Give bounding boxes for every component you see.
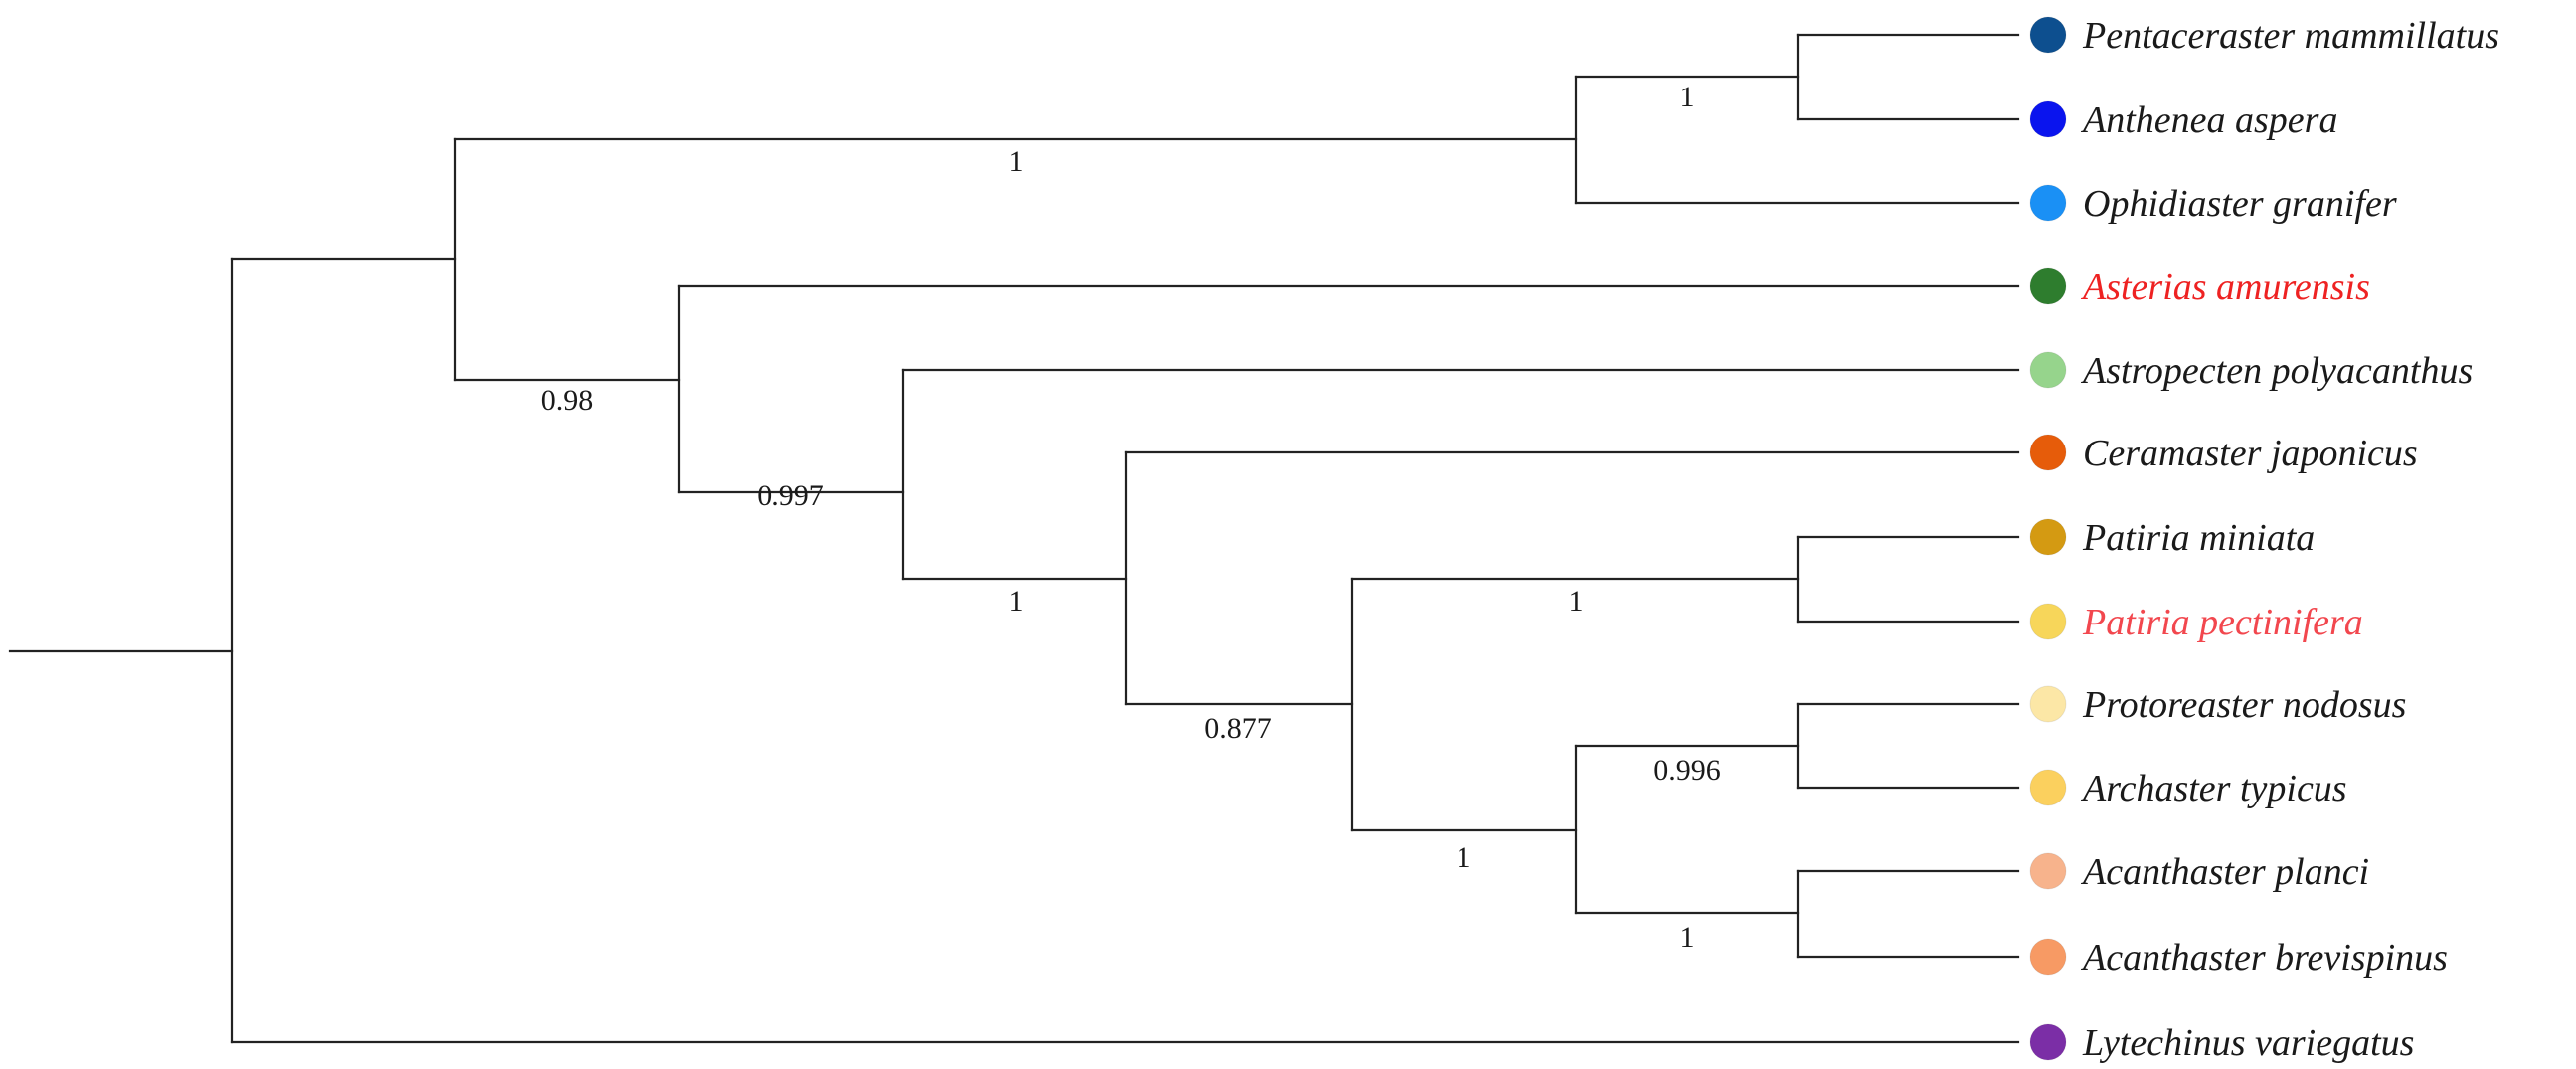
support-value-pentaceraster-anthenea: 1 [1680, 81, 1695, 113]
taxon-label-pentaceraster-mammillatus: Pentaceraster mammillatus [2082, 15, 2499, 57]
taxon-label-archaster-typicus: Archaster typicus [2080, 768, 2347, 809]
taxon-label-ceramaster-japonicus: Ceramaster japonicus [2083, 433, 2418, 474]
tip-marker-pentaceraster-mammillatus [2029, 16, 2067, 54]
tip-marker-patiria-miniata [2029, 518, 2067, 556]
tip-marker-ceramaster-japonicus [2029, 434, 2067, 471]
support-value-protoreaster-acanthaster: 1 [1457, 841, 1471, 874]
support-value-acanthaster-pair: 1 [1680, 921, 1695, 954]
tip-marker-acanthaster-planci [2029, 852, 2067, 890]
taxon-label-asterias-amurensis: Asterias amurensis [2080, 267, 2370, 308]
taxon-label-ophidiaster-granifer: Ophidiaster granifer [2083, 183, 2397, 225]
taxon-label-anthenea-aspera: Anthenea aspera [2080, 99, 2337, 141]
tip-marker-ophidiaster-granifer [2029, 184, 2067, 222]
support-values: 1 1 0.98 0.997 1 1 0.877 1 0.996 1 [541, 81, 1721, 954]
tip-marker-protoreaster-nodosus [2029, 685, 2067, 723]
taxon-label-astropecten-polyacanthus: Astropecten polyacanthus [2080, 350, 2473, 392]
support-value-astropecten-clade: 0.997 [757, 479, 824, 512]
taxon-label-patiria-miniata: Patiria miniata [2082, 517, 2315, 559]
tip-marker-patiria-pectinifera [2029, 603, 2067, 640]
tree-branches [8, 33, 2020, 1044]
taxon-label-acanthaster-brevispinus: Acanthaster brevispinus [2080, 937, 2448, 979]
tip-marker-lytechinus-variegatus [2029, 1023, 2067, 1061]
tip-marker-asterias-amurensis [2029, 267, 2067, 305]
support-value-protoreaster-archaster: 0.996 [1653, 754, 1721, 787]
taxon-label-protoreaster-nodosus: Protoreaster nodosus [2082, 684, 2406, 726]
taxon-label-acanthaster-planci: Acanthaster planci [2080, 851, 2369, 893]
taxon-label-lytechinus-variegatus: Lytechinus variegatus [2082, 1022, 2414, 1064]
support-value-patiria-acanthaster: 0.877 [1204, 712, 1272, 745]
tip-marker-anthenea-aspera [2029, 100, 2067, 138]
support-value-asterias-clade: 0.98 [541, 384, 594, 417]
tip-marker-acanthaster-brevispinus [2029, 938, 2067, 976]
support-value-pentaceraster-ophidiaster: 1 [1009, 145, 1024, 178]
support-value-ceramaster-clade: 1 [1009, 585, 1024, 618]
tip-marker-archaster-typicus [2029, 769, 2067, 806]
tip-marker-astropecten-polyacanthus [2029, 351, 2067, 389]
taxon-label-patiria-pectinifera: Patiria pectinifera [2082, 602, 2363, 643]
support-value-patiria-clade: 1 [1569, 585, 1584, 618]
